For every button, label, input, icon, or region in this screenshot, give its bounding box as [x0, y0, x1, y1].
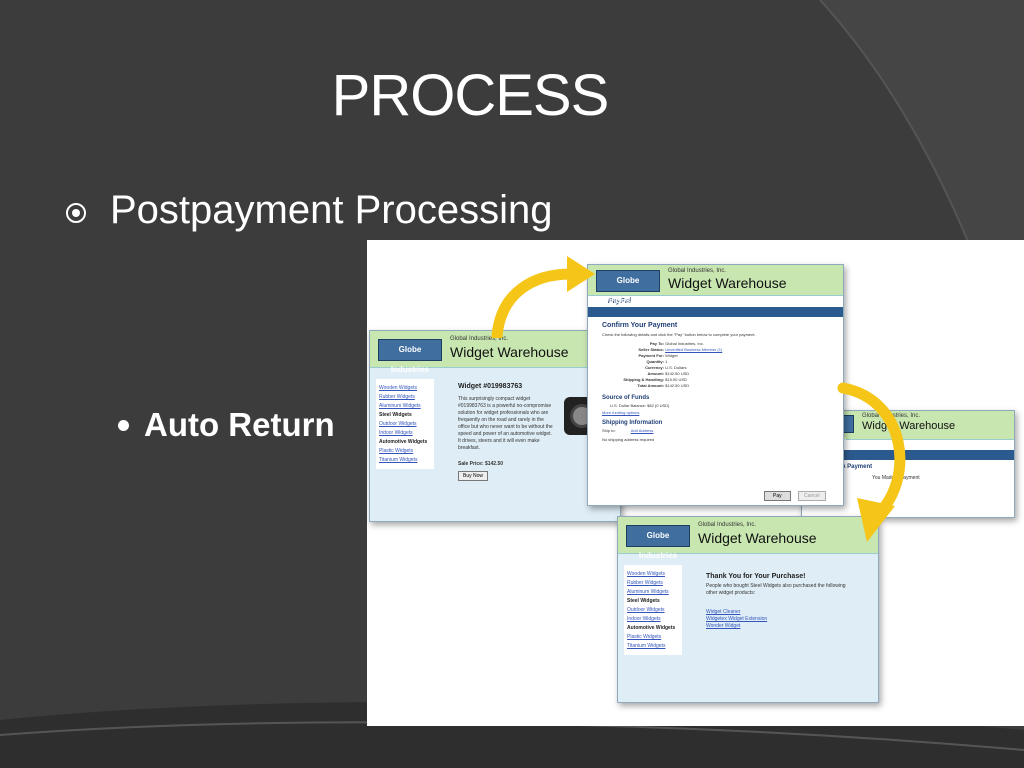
bullet-main-text: Postpayment Processing: [110, 188, 553, 232]
globe-logo: Globe Industries: [626, 525, 690, 560]
company-name: Global Industries, Inc.: [698, 522, 757, 528]
paypal-page-header: Globe Industries Global Industries, Inc.…: [588, 265, 843, 305]
ship-to-row: Ship to: Add Address: [602, 428, 654, 433]
sidebar-link[interactable]: Rubber Widgets: [627, 580, 663, 586]
bullet-sub-text: Auto Return: [144, 406, 335, 443]
process-figure: Globe Industries Global Industries, Inc.…: [367, 240, 1024, 726]
buy-now-button[interactable]: Buy Now: [458, 471, 489, 481]
detail-row: Quantity: 1: [646, 359, 668, 364]
source-row: U.S. Dollar Balance: $82 (0 USD): [610, 403, 670, 408]
product-sidebar: Wooden Widgets Rubber Widgets Aluminum W…: [376, 379, 434, 469]
detail-row: Shipping & Handling: $15.00 USD: [623, 377, 687, 382]
source-heading: Source of Funds: [602, 395, 650, 401]
flow-arrow-icon: [491, 256, 595, 338]
sidebar-heading: Steel Widgets: [379, 412, 412, 418]
store-name: Widget Warehouse: [698, 530, 817, 546]
detail-row: Payment For: Widget: [638, 353, 678, 358]
sidebar-link[interactable]: Aluminum Widgets: [627, 589, 669, 595]
sidebar-link[interactable]: Titanium Widgets: [379, 457, 418, 463]
slide-title: PROCESS: [331, 63, 610, 128]
paypal-bar: [588, 307, 843, 317]
globe-logo: Globe Industries: [378, 339, 442, 374]
sidebar-link[interactable]: Wooden Widgets: [379, 385, 417, 391]
shipping-heading: Shipping Information: [602, 420, 663, 426]
sidebar-link[interactable]: Outdoor Widgets: [379, 421, 417, 427]
pay-button[interactable]: Pay: [764, 491, 791, 501]
detail-row: Pay To: Global Industries, Inc.: [649, 341, 704, 346]
sidebar-link[interactable]: Wooden Widgets: [627, 571, 665, 577]
funding-options-link[interactable]: More funding options: [602, 410, 640, 415]
sidebar-heading: Automotive Widgets: [379, 439, 428, 445]
related-link[interactable]: Wonder Widget: [706, 623, 741, 629]
thank-you-window: Globe Industries Global Industries, Inc.…: [617, 516, 879, 703]
store-name: Widget Warehouse: [450, 344, 569, 360]
thanks-text: People who bought Steel Widgets also pur…: [706, 583, 846, 596]
sidebar-heading: Steel Widgets: [627, 598, 660, 604]
no-shipping-option[interactable]: No shipping address required: [602, 437, 655, 442]
thanks-page-header: Globe Industries Global Industries, Inc.…: [618, 517, 878, 560]
related-link[interactable]: Widgetex Widget Extension: [706, 616, 768, 622]
product-title: Widget #019983763: [458, 383, 523, 390]
company-name: Global Industries, Inc.: [668, 268, 727, 274]
paypal-confirm-window: Globe Industries Global Industries, Inc.…: [587, 264, 844, 506]
sidebar-link[interactable]: Outdoor Widgets: [627, 607, 665, 613]
circle-bullet-icon: [66, 203, 86, 223]
paypal-logo: PayPal: [588, 296, 843, 307]
sidebar-link[interactable]: Plastic Widgets: [627, 634, 662, 640]
add-address-link[interactable]: Add Address: [630, 428, 654, 433]
paypal-bar: [802, 450, 1014, 460]
payment-details: Pay To: Global Industries, Inc. Seller S…: [588, 339, 843, 391]
sidebar-link[interactable]: Aluminum Widgets: [379, 403, 421, 409]
detail-row: Total Amount: $142.50 USD: [637, 383, 690, 388]
thanks-heading: Thank You for Your Purchase!: [706, 573, 806, 580]
store-name: Widget Warehouse: [668, 275, 787, 291]
sidebar-heading: Automotive Widgets: [627, 625, 676, 631]
related-link[interactable]: Widget Cleaner: [706, 609, 741, 615]
sidebar-link[interactable]: Indoor Widgets: [379, 430, 413, 436]
confirm-intro: Check the following details and click th…: [602, 332, 756, 337]
flow-arrow-icon: [837, 382, 906, 542]
sidebar-link[interactable]: Rubber Widgets: [379, 394, 415, 400]
detail-row: Currency: U.S. Dollars: [645, 365, 687, 370]
sidebar-link[interactable]: Titanium Widgets: [627, 643, 666, 649]
detail-row: Amount: $142.50 USD: [647, 371, 690, 376]
product-description: This surprisingly compact widget #019983…: [458, 396, 553, 451]
cancel-button[interactable]: Cancel: [798, 491, 826, 501]
thanks-sidebar: Wooden Widgets Rubber Widgets Aluminum W…: [624, 565, 682, 655]
confirm-heading: Confirm Your Payment: [602, 322, 678, 329]
sidebar-link[interactable]: Indoor Widgets: [627, 616, 661, 622]
detail-row: Seller Status: Unverified Business Membe…: [638, 347, 723, 352]
company-name: Global Industries, Inc.: [450, 336, 509, 342]
sidebar-link[interactable]: Plastic Widgets: [379, 448, 414, 454]
product-page-window: Globe Industries Global Industries, Inc.…: [369, 330, 621, 522]
dot-bullet-icon: [118, 420, 129, 431]
globe-logo: Globe Industries: [596, 270, 660, 305]
sale-price: Sale Price: $142.50: [458, 461, 504, 467]
